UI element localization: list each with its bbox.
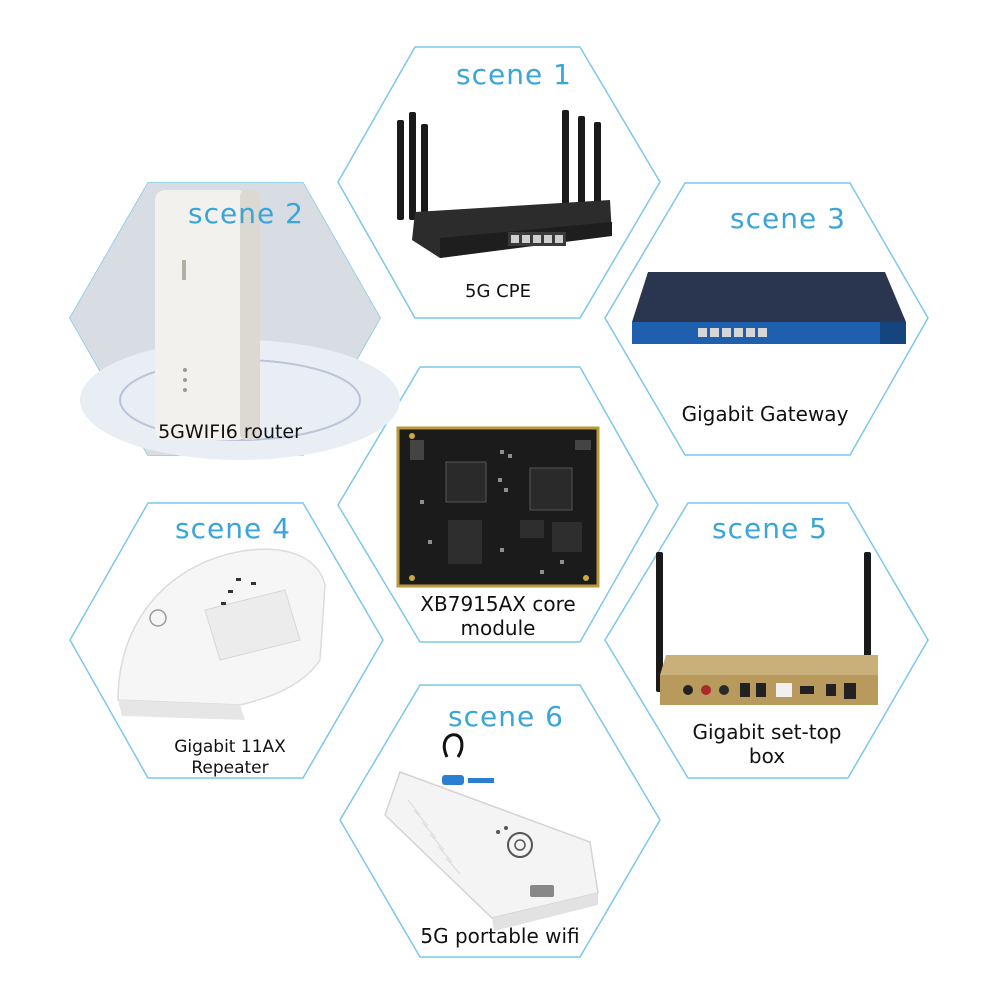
core-label-line-1: XB7915AX core xyxy=(420,592,576,616)
scene-4-label-line-2: Repeater xyxy=(191,758,269,778)
scene-3-title: scene 3 xyxy=(730,202,846,235)
scene-3-label: Gigabit Gateway xyxy=(681,402,849,426)
scene-2-title: scene 2 xyxy=(188,197,304,230)
scene-5-label-line-1: Gigabit set-top xyxy=(692,720,842,744)
cpe-router-icon xyxy=(397,110,612,258)
rack-gateway-icon xyxy=(632,272,906,344)
hexagon-scene-4 xyxy=(69,502,384,779)
hexagon-scene-1 xyxy=(337,46,661,319)
scene-4-label-line-1: Gigabit 11AX xyxy=(174,737,286,757)
scene-2-label: 5GWIFI6 router xyxy=(158,421,302,443)
portable-wifi-icon xyxy=(384,733,599,931)
scene-6-label: 5G portable wifi xyxy=(420,924,580,948)
hexagon-scene-5 xyxy=(604,502,929,779)
scene-4-title: scene 4 xyxy=(175,512,291,545)
scene-5-label-line-2: box xyxy=(748,744,786,768)
wifi-repeater-icon xyxy=(117,548,326,720)
scene-1-label: 5G CPE xyxy=(465,281,531,302)
set-top-box-icon xyxy=(656,552,878,705)
core-label-line-2: module xyxy=(460,616,536,640)
scene-6-title: scene 6 xyxy=(448,700,564,733)
hexagon-core xyxy=(337,366,659,643)
scene-5-title: scene 5 xyxy=(712,512,828,545)
circuit-board-icon xyxy=(396,426,600,588)
scene-1-title: scene 1 xyxy=(456,58,572,91)
hexagon-scene-3 xyxy=(604,182,929,456)
hexagon-scene-6 xyxy=(339,684,661,958)
tower-router-icon xyxy=(70,183,400,460)
